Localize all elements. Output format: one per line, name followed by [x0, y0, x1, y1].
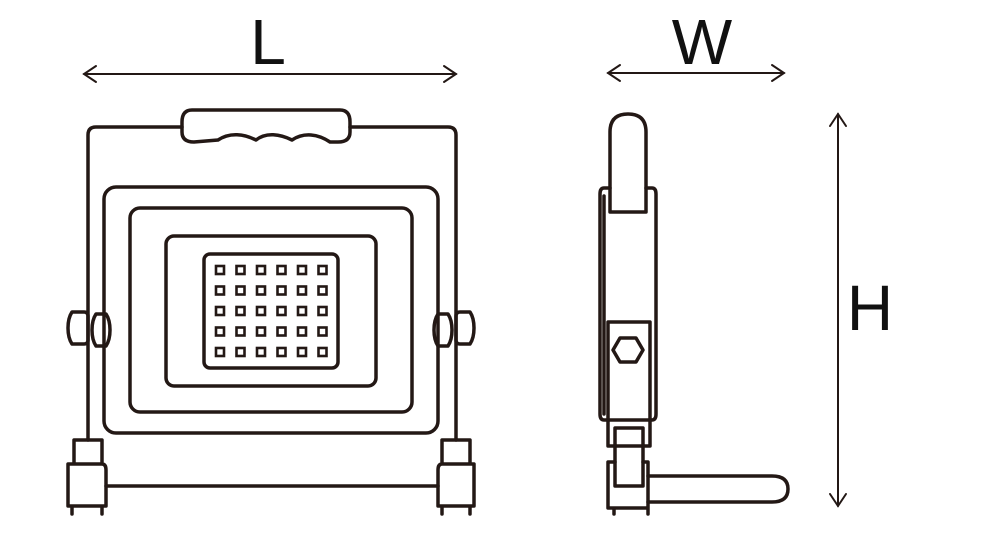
led-chip — [255, 326, 267, 337]
hex-bolt-icon — [611, 336, 645, 364]
led-chip — [255, 285, 267, 296]
height-arrow-top — [829, 112, 847, 127]
led-chip — [317, 305, 328, 317]
led-chip — [214, 285, 226, 296]
lamp-housing-middle — [128, 206, 414, 414]
led-chip — [214, 305, 226, 317]
height-dimension: H — [829, 112, 893, 508]
led-chip — [296, 285, 308, 296]
length-dimension: L — [82, 6, 458, 83]
led-chip — [317, 264, 328, 276]
led-chip — [317, 326, 328, 337]
right-knob-outer — [454, 310, 476, 346]
led-chip — [276, 264, 287, 276]
length-arrow-right — [443, 65, 458, 83]
left-foot — [66, 438, 108, 516]
led-chip — [235, 346, 246, 358]
lamp-housing-outer — [102, 185, 440, 435]
front-view: L — [66, 6, 476, 516]
length-label: L — [250, 6, 286, 78]
lamp-lens — [164, 234, 378, 388]
front-handle — [180, 108, 352, 144]
width-arrow-right — [771, 64, 786, 82]
led-chip — [276, 326, 287, 337]
led-chip — [276, 285, 287, 296]
side-foot-extension — [646, 474, 790, 504]
led-chip — [214, 346, 226, 358]
left-knob-inner — [90, 312, 112, 348]
led-chip — [255, 264, 267, 276]
right-foot — [436, 438, 476, 516]
led-grid — [214, 264, 328, 358]
led-chip — [255, 346, 267, 358]
side-stem — [613, 426, 645, 488]
led-chip — [235, 305, 246, 317]
led-chip — [235, 264, 246, 276]
led-chip — [235, 326, 246, 337]
right-knob-inner — [432, 312, 454, 348]
front-bracket — [86, 125, 458, 442]
led-chip — [255, 305, 267, 317]
led-chip — [235, 285, 246, 296]
led-chip — [276, 305, 287, 317]
side-foot — [606, 460, 650, 516]
led-panel — [202, 252, 340, 370]
led-chip — [317, 285, 328, 296]
height-label: H — [847, 272, 893, 344]
led-chip — [276, 346, 287, 358]
width-arrow-left — [606, 64, 621, 82]
side-handle — [608, 112, 648, 214]
led-chip — [317, 346, 328, 358]
height-arrow-bottom — [829, 493, 847, 508]
led-chip — [214, 264, 226, 276]
led-chip — [296, 346, 308, 358]
width-dimension: W — [606, 6, 786, 82]
led-chip — [296, 264, 308, 276]
side-bracket-plate — [606, 320, 652, 448]
led-chip — [296, 305, 308, 317]
length-arrow-left — [82, 65, 97, 83]
led-chip — [296, 326, 308, 337]
left-knob-outer — [66, 310, 90, 346]
width-label: W — [672, 6, 733, 78]
side-body — [598, 186, 658, 422]
side-view: W H — [598, 6, 893, 516]
led-chip — [214, 326, 226, 337]
